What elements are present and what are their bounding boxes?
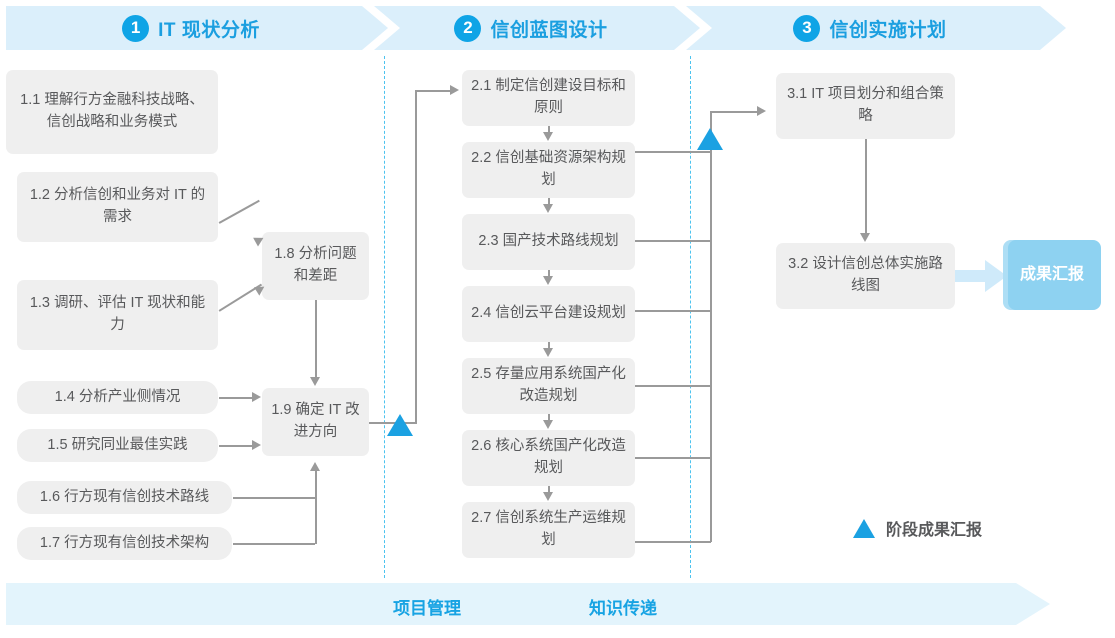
stage-header-3-inner: 3 信创实施计划 bbox=[793, 15, 946, 42]
connector-2-5-to-2-6 bbox=[548, 414, 550, 422]
connector-1-7-vertical bbox=[315, 497, 317, 544]
stage-header-1-inner: 1 IT 现状分析 bbox=[122, 15, 260, 42]
connector-2-3-bus bbox=[635, 240, 711, 242]
stage-title-1: IT 现状分析 bbox=[158, 19, 260, 41]
connector-1-9-to-2-1-vertical bbox=[415, 90, 417, 423]
process-box-3-2[interactable]: 3.2 设计信创总体实施路线图 bbox=[776, 243, 955, 309]
connector-1-8-to-1-9 bbox=[315, 300, 317, 378]
stage-header-2-inner: 2 信创蓝图设计 bbox=[454, 15, 607, 42]
stage-number-badge-3: 3 bbox=[793, 15, 820, 42]
connector-2-1-to-2-2 bbox=[548, 126, 550, 134]
connector-2-3-to-2-4 bbox=[548, 270, 550, 278]
process-box-1-4[interactable]: 1.4 分析产业侧情况 bbox=[17, 381, 218, 414]
connector-3-1-to-3-2 bbox=[865, 139, 867, 234]
arrowhead-1-8-to-1-9 bbox=[310, 377, 320, 386]
stage-header-2[interactable]: 2 信创蓝图设计 bbox=[374, 6, 700, 50]
process-box-3-1[interactable]: 3.1 IT 项目划分和组合策略 bbox=[776, 73, 955, 139]
connector-1-4-to-1-9 bbox=[219, 397, 253, 399]
milestone-triangle-phase-1 bbox=[387, 414, 413, 436]
arrowhead-2-3-to-2-4 bbox=[543, 276, 553, 285]
connector-bus-to-3-1-horizontal bbox=[710, 111, 759, 113]
connector-1-9-to-2-1-horizontal bbox=[415, 90, 453, 92]
process-box-2-4[interactable]: 2.4 信创云平台建设规划 bbox=[462, 286, 635, 342]
process-box-1-2[interactable]: 1.2 分析信创和业务对 IT 的需求 bbox=[17, 172, 218, 242]
stage-number-badge-2: 2 bbox=[454, 15, 481, 42]
result-badge-label: 成果汇报 bbox=[1019, 266, 1084, 284]
process-box-2-6[interactable]: 2.6 核心系统国产化改造规划 bbox=[462, 430, 635, 486]
connector-2-4-bus bbox=[635, 310, 711, 312]
connector-1-6-horizontal bbox=[233, 497, 315, 499]
process-box-2-7[interactable]: 2.7 信创系统生产运维规划 bbox=[462, 502, 635, 558]
arrowhead-to-2-1 bbox=[450, 85, 459, 95]
stage-title-3: 信创实施计划 bbox=[829, 19, 947, 41]
arrowhead-2-6-to-2-7 bbox=[543, 492, 553, 501]
connector-1-6-vertical bbox=[315, 470, 317, 498]
arrowhead-1-4-to-1-9 bbox=[252, 392, 261, 402]
connector-2-2-bus bbox=[635, 151, 711, 153]
bottom-label-knowledge-transfer[interactable]: 知识传递 bbox=[589, 599, 657, 618]
connector-1-7-horizontal bbox=[233, 543, 315, 545]
milestone-triangle-phase-2 bbox=[697, 128, 723, 150]
arrowhead-3-1-to-3-2 bbox=[860, 233, 870, 242]
process-box-1-9[interactable]: 1.9 确定 IT 改进方向 bbox=[262, 388, 369, 456]
process-box-1-6[interactable]: 1.6 行方现有信创技术路线 bbox=[17, 481, 232, 514]
connector-phase2-bus-vertical bbox=[710, 111, 712, 542]
stage-number-badge-1: 1 bbox=[122, 15, 149, 42]
process-box-2-5[interactable]: 2.5 存量应用系统国产化改造规划 bbox=[462, 358, 635, 414]
connector-2-2-to-2-3 bbox=[548, 198, 550, 206]
arrowhead-2-5-to-2-6 bbox=[543, 420, 553, 429]
connector-1-2-to-1-8 bbox=[218, 199, 260, 224]
bottom-band bbox=[6, 583, 1050, 625]
arrowhead-1-6-to-1-9 bbox=[310, 462, 320, 471]
phase-divider-2-3 bbox=[690, 56, 691, 578]
process-box-2-1[interactable]: 2.1 制定信创建设目标和原则 bbox=[462, 70, 635, 126]
arrowhead-2-2-to-2-3 bbox=[543, 204, 553, 213]
process-box-1-8[interactable]: 1.8 分析问题和差距 bbox=[262, 232, 369, 300]
connector-1-5-to-1-9 bbox=[219, 445, 253, 447]
connector-2-6-bus bbox=[635, 457, 711, 459]
process-box-1-5[interactable]: 1.5 研究同业最佳实践 bbox=[17, 429, 218, 462]
result-arrow-icon bbox=[955, 260, 1007, 292]
stage-header-1[interactable]: 1 IT 现状分析 bbox=[6, 6, 388, 50]
legend: 阶段成果汇报 bbox=[853, 516, 982, 540]
stage-header-3[interactable]: 3 信创实施计划 bbox=[686, 6, 1066, 50]
process-box-1-3[interactable]: 1.3 调研、评估 IT 现状和能力 bbox=[17, 280, 218, 350]
process-box-2-2[interactable]: 2.2 信创基础资源架构规划 bbox=[462, 142, 635, 198]
arrowhead-to-3-1 bbox=[757, 106, 766, 116]
bottom-label-project-management[interactable]: 项目管理 bbox=[393, 599, 461, 618]
phase-divider-1-2 bbox=[384, 56, 385, 578]
legend-label: 阶段成果汇报 bbox=[886, 522, 983, 539]
result-badge[interactable]: 成果汇报 bbox=[1003, 240, 1101, 310]
connector-2-5-bus bbox=[635, 385, 711, 387]
arrowhead-2-1-to-2-2 bbox=[543, 132, 553, 141]
arrowhead-2-4-to-2-5 bbox=[543, 348, 553, 357]
process-box-2-3[interactable]: 2.3 国产技术路线规划 bbox=[462, 214, 635, 270]
process-box-1-7[interactable]: 1.7 行方现有信创技术架构 bbox=[17, 527, 232, 560]
connector-2-4-to-2-5 bbox=[548, 342, 550, 350]
arrowhead-1-5-to-1-9 bbox=[252, 440, 261, 450]
blue-triangle-icon bbox=[853, 518, 875, 538]
stage-title-2: 信创蓝图设计 bbox=[490, 19, 608, 41]
connector-2-7-bus bbox=[635, 541, 711, 543]
process-box-1-1[interactable]: 1.1 理解行方金融科技战略、信创战略和业务模式 bbox=[6, 70, 218, 154]
connector-2-6-to-2-7 bbox=[548, 486, 550, 494]
